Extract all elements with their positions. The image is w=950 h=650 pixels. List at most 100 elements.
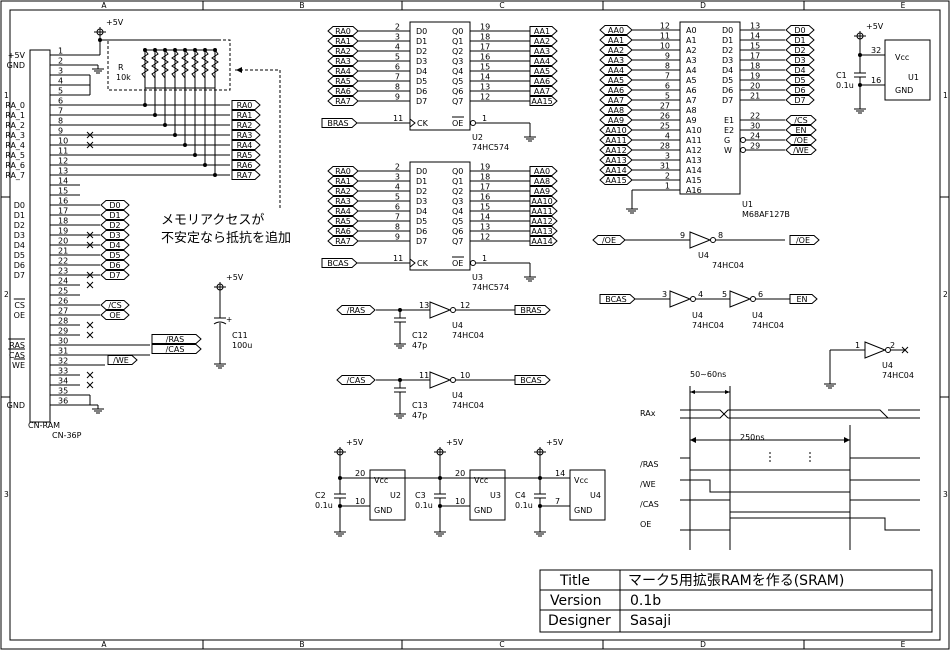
pin-number: 17 xyxy=(480,43,490,52)
pin-label: CS xyxy=(14,301,25,310)
net-label: AA7 xyxy=(534,87,550,96)
pin-number: 15 xyxy=(58,187,68,196)
gate-ref: U4 xyxy=(692,311,703,320)
inversion-bubble xyxy=(885,347,891,353)
supply-label: +5V xyxy=(226,273,244,282)
pin-number: 5 xyxy=(395,193,400,202)
net-tag xyxy=(785,65,815,75)
cap-ref: C2 xyxy=(315,491,326,500)
gate-ref: U4 xyxy=(452,391,463,400)
net-label: BCAS xyxy=(520,376,541,385)
net-label: RA0 xyxy=(335,27,351,36)
pin-number: 6 xyxy=(665,82,670,91)
net-label: AA2 xyxy=(534,37,550,46)
net-tag xyxy=(599,25,633,35)
net-label: RA7 xyxy=(237,171,253,180)
pin-number: 20 xyxy=(750,82,760,91)
ic-ref: U4 xyxy=(590,491,601,500)
net-tag xyxy=(529,166,558,176)
net-label: AA12 xyxy=(531,217,552,226)
supply-label: +5V xyxy=(866,22,884,31)
pin-number: 3 xyxy=(395,33,400,42)
pin-number: 35 xyxy=(58,387,68,396)
net-label: RA6 xyxy=(335,227,351,236)
net-label: EN xyxy=(795,126,806,135)
net-tag xyxy=(231,100,261,110)
pin-number: 21 xyxy=(58,247,68,256)
net-label: AA13 xyxy=(605,156,626,165)
net-label: AA1 xyxy=(534,27,550,36)
pin-label: D0 xyxy=(416,167,427,176)
net-tag xyxy=(785,85,815,95)
pin-label: D7 xyxy=(416,97,427,106)
cap-ref: C12 xyxy=(412,331,428,340)
net-label: AA8 xyxy=(608,106,624,115)
pin-number: 12 xyxy=(660,22,670,31)
net-label: D2 xyxy=(794,46,805,55)
net-tag xyxy=(599,125,633,135)
connector-ref: CN-RAM xyxy=(28,421,60,430)
net-label: D5 xyxy=(109,251,120,260)
pin-number: 7 xyxy=(395,213,400,222)
net-tag xyxy=(231,140,261,150)
net-label: D7 xyxy=(794,96,805,105)
net-label: AA15 xyxy=(531,97,552,106)
net-label: /RAS xyxy=(166,335,184,344)
net-label: /OE xyxy=(602,236,616,245)
no-connect-mark xyxy=(86,371,94,379)
net-label: OE xyxy=(109,311,120,320)
pin-number: 10 xyxy=(460,371,470,380)
pin-number: 15 xyxy=(750,42,760,51)
ic-ref: U1 xyxy=(908,73,919,82)
pin-label: D5 xyxy=(722,76,733,85)
net-tag xyxy=(529,206,558,216)
pin-label: Q1 xyxy=(452,177,463,186)
pin-label: Q4 xyxy=(452,207,463,216)
pin-number: 3 xyxy=(395,173,400,182)
pin-number: 8 xyxy=(395,223,400,232)
net-label: D5 xyxy=(794,76,805,85)
pin-label: D4 xyxy=(14,241,25,250)
pin-number: 31 xyxy=(58,347,68,356)
net-label: RA2 xyxy=(237,121,253,130)
signal-waveform xyxy=(680,409,920,419)
net-label: AA3 xyxy=(608,56,624,65)
ic-power-box xyxy=(884,39,931,101)
net-label: RA4 xyxy=(237,141,253,150)
net-tag xyxy=(592,235,626,245)
row-label: 1 xyxy=(943,91,948,100)
inversion-bubble xyxy=(470,260,476,266)
net-tag xyxy=(529,196,558,206)
pin-label: D1 xyxy=(722,36,733,45)
net-label: AA11 xyxy=(531,207,552,216)
pin-number: 8 xyxy=(395,83,400,92)
net-label: /CS xyxy=(108,301,121,310)
pin-number: 16 xyxy=(871,76,881,85)
cap-value: 0.1u xyxy=(836,81,854,90)
pin-label: A2 xyxy=(686,46,697,55)
pin-label: RA_4 xyxy=(5,141,25,150)
cap-ref: C13 xyxy=(412,401,428,410)
pin-label: GND xyxy=(474,506,492,515)
net-tag xyxy=(529,226,558,236)
net-label: BRAS xyxy=(520,306,541,315)
signal-waveform xyxy=(680,499,920,513)
pin-label: Q0 xyxy=(452,167,463,176)
pin-number: 17 xyxy=(480,183,490,192)
net-tag xyxy=(327,36,359,46)
cap-ref: C3 xyxy=(415,491,426,500)
net-tag xyxy=(336,375,376,385)
net-label: /WE xyxy=(793,146,809,155)
net-label: AA15 xyxy=(605,176,626,185)
row-label: 3 xyxy=(943,490,948,499)
net-label: AA10 xyxy=(531,197,552,206)
junction-dot xyxy=(858,83,862,87)
gate-part: 74HC04 xyxy=(712,261,744,270)
ic-ref: U3 xyxy=(490,491,501,500)
pin-label: G xyxy=(724,136,730,145)
pin-number: 25 xyxy=(58,287,68,296)
note-line-2: 不安定なら抵抗を追加 xyxy=(161,230,291,246)
pin-number: 16 xyxy=(480,53,490,62)
net-tag xyxy=(785,95,815,105)
pin-number: 26 xyxy=(58,297,68,306)
